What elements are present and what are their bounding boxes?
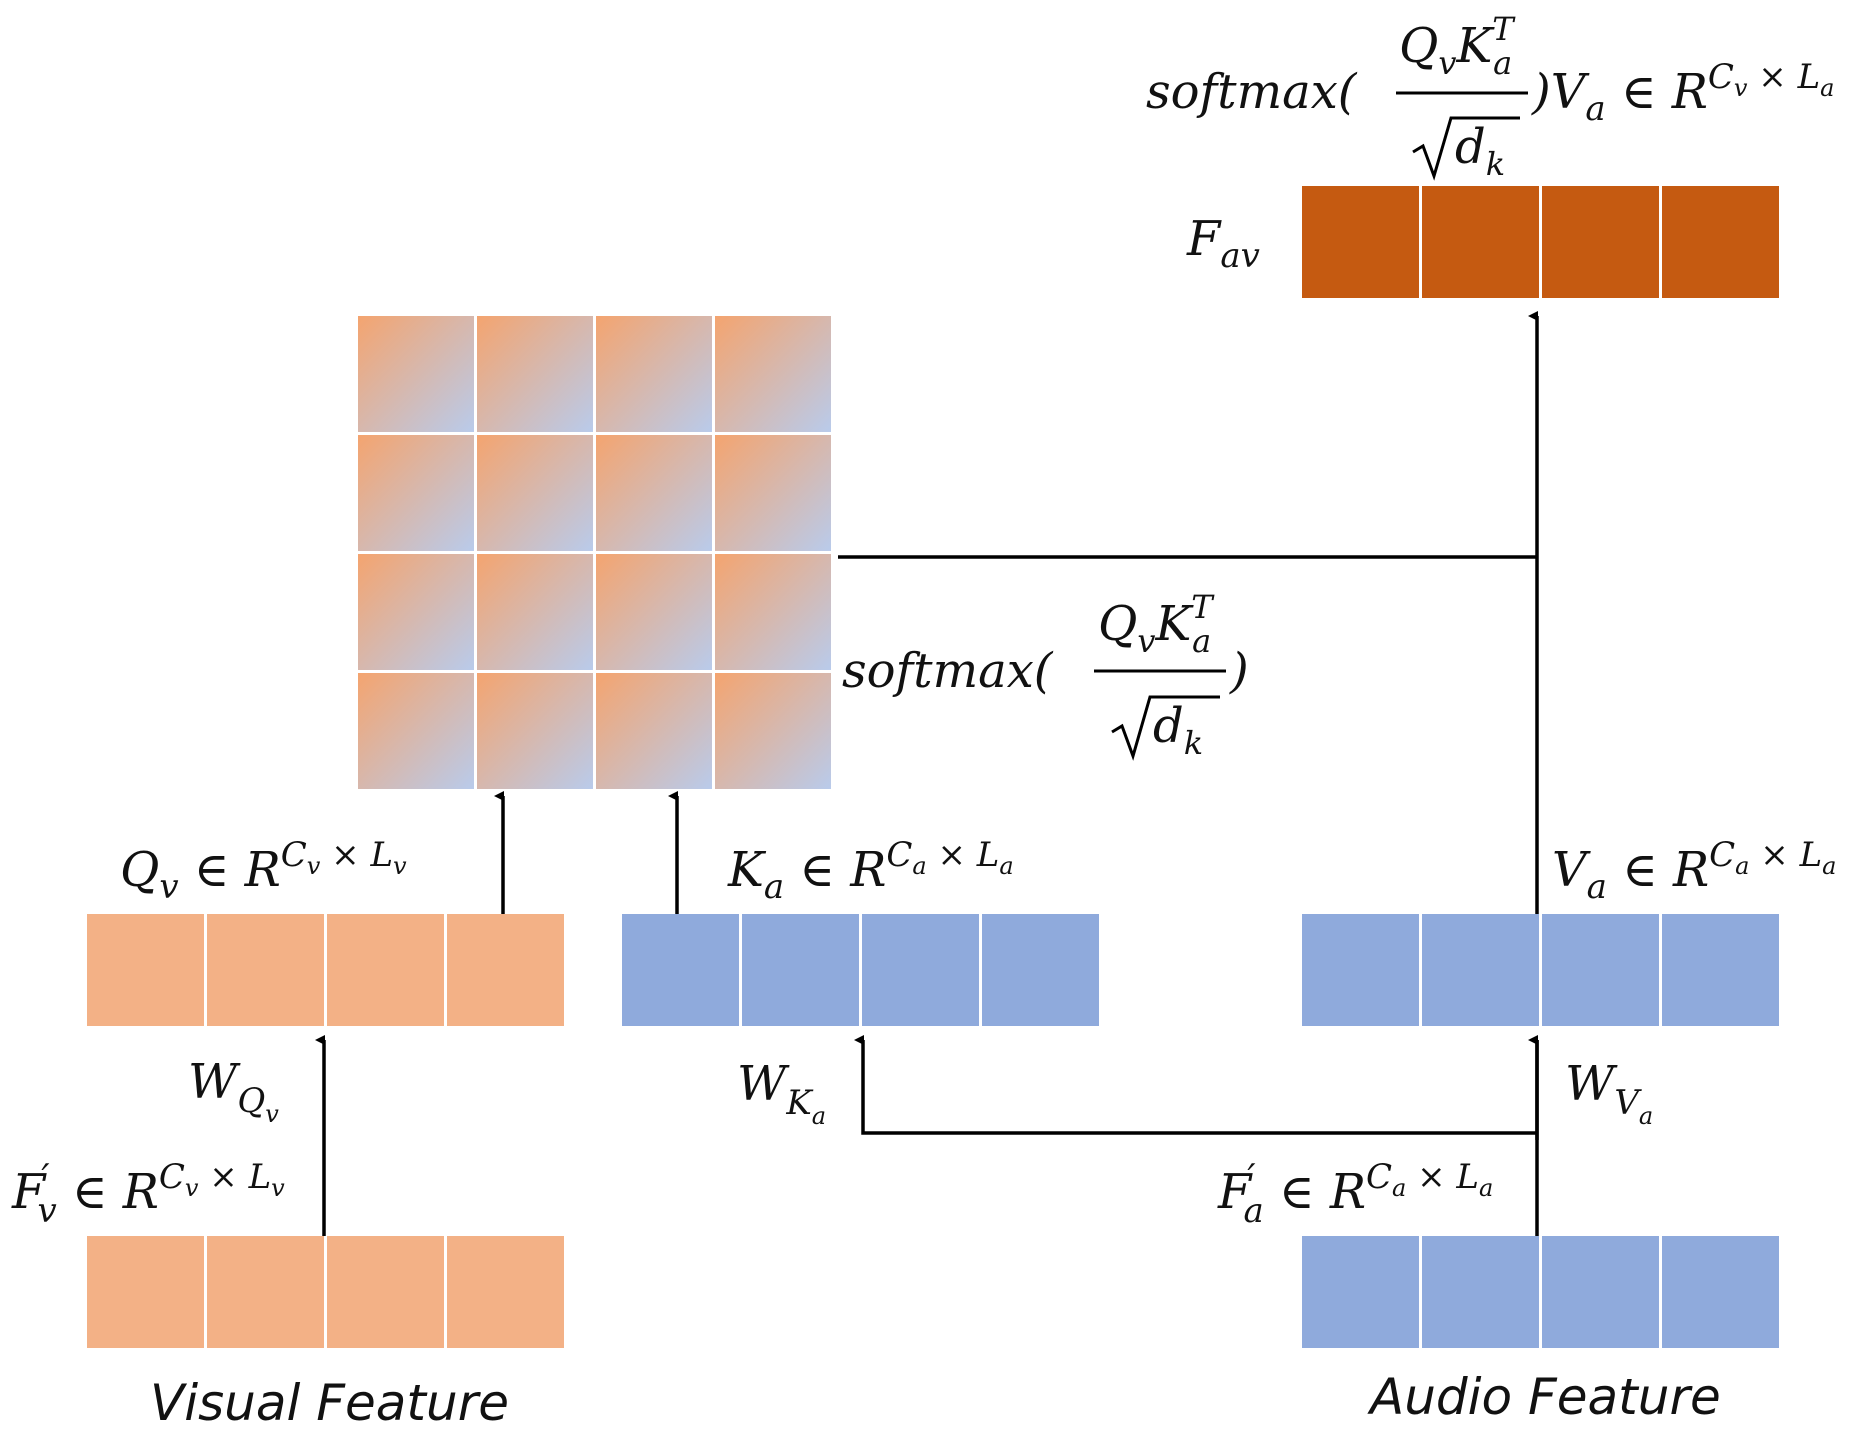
feature-cell	[1422, 914, 1539, 1026]
output-denominator: dk	[1455, 119, 1505, 183]
feature-cell	[1542, 1236, 1659, 1348]
feature-cell	[1302, 1236, 1419, 1348]
attention-cell	[596, 554, 712, 670]
attention-cell	[477, 316, 593, 432]
query-bar	[87, 914, 564, 1026]
softmax-fn: softmax(	[842, 643, 1054, 699]
ka-label: Ka ∈ RCa × La	[727, 835, 1014, 907]
feature-cell	[1662, 914, 1779, 1026]
output-tail: )Va ∈ RCv × La	[1531, 57, 1834, 129]
feature-cell	[1662, 186, 1779, 298]
attention-cell	[358, 673, 474, 789]
feature-cell	[447, 914, 564, 1026]
w-qv-label: WQv	[188, 1054, 279, 1128]
value-bar	[1302, 914, 1779, 1026]
feature-cell	[1542, 186, 1659, 298]
feature-cell	[862, 914, 979, 1026]
feature-cell	[1422, 186, 1539, 298]
fav-label: Fav	[1186, 211, 1260, 276]
softmax-sqrt-sign	[1111, 695, 1220, 761]
visual-input-bar	[87, 1236, 564, 1348]
feature-cell	[207, 914, 324, 1026]
feature-cell	[1662, 1236, 1779, 1348]
line-fa-to-ka	[854, 1035, 1537, 1135]
w-va-label: WVa	[1565, 1056, 1653, 1130]
visual-feature-caption: Visual Feature	[150, 1374, 509, 1432]
connectors	[315, 311, 1539, 1236]
qv-label: Qv ∈ RCv × Lv	[120, 835, 407, 907]
va-label: Va ∈ RCa × La	[1552, 835, 1836, 907]
fa-prime-label: F′a ∈ RCa × La	[1217, 1157, 1493, 1231]
output-fn: softmax(	[1146, 64, 1358, 120]
softmax-denominator: dk	[1153, 698, 1203, 762]
softmax-close-paren: )	[1229, 643, 1249, 699]
attention-cell	[715, 554, 831, 670]
attention-matrix	[358, 316, 831, 789]
attention-cell	[715, 435, 831, 551]
feature-cell	[1422, 1236, 1539, 1348]
audio-input-bar	[1302, 1236, 1779, 1348]
attention-cell	[477, 554, 593, 670]
attention-cell	[715, 316, 831, 432]
feature-cell	[87, 914, 204, 1026]
feature-cell	[982, 914, 1099, 1026]
feature-cell	[447, 1236, 564, 1348]
attention-cell	[477, 435, 593, 551]
feature-cell	[207, 1236, 324, 1348]
attention-cell	[715, 673, 831, 789]
feature-cell	[1542, 914, 1659, 1026]
attention-cell	[596, 316, 712, 432]
feature-cell	[327, 914, 444, 1026]
attention-cell	[358, 435, 474, 551]
output-sqrt-sign	[1412, 116, 1520, 181]
feature-cell	[742, 914, 859, 1026]
attention-cell	[358, 554, 474, 670]
output-bar	[1302, 186, 1779, 298]
attention-cell	[596, 435, 712, 551]
feature-cell	[1302, 914, 1419, 1026]
attention-cell	[477, 673, 593, 789]
feature-cell	[1302, 186, 1419, 298]
attention-cell	[596, 673, 712, 789]
feature-cell	[622, 914, 739, 1026]
w-ka-label: WKa	[737, 1056, 826, 1130]
feature-cell	[327, 1236, 444, 1348]
attention-cell	[358, 316, 474, 432]
audio-feature-caption: Audio Feature	[1367, 1368, 1721, 1426]
key-bar	[622, 914, 1099, 1026]
feature-cell	[87, 1236, 204, 1348]
fv-prime-label: F′v ∈ RCv × Lv	[11, 1157, 285, 1231]
